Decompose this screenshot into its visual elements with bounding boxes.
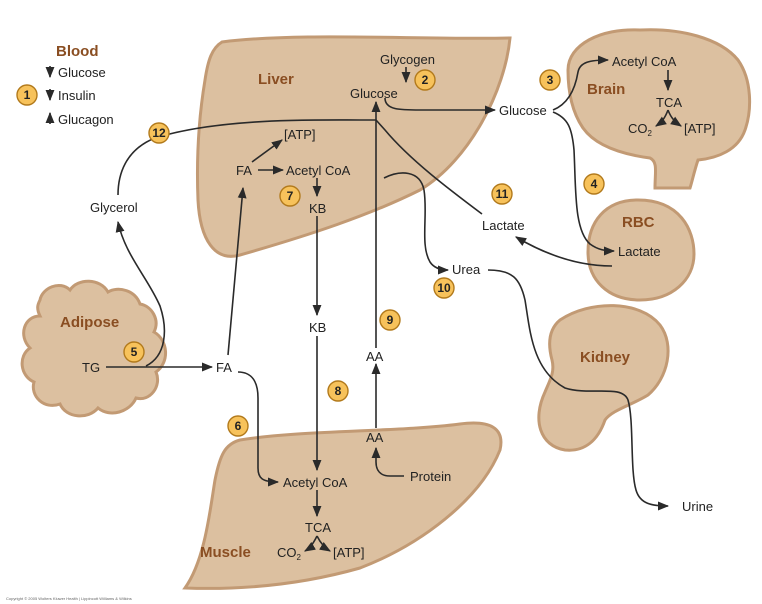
muscle-title: Muscle	[200, 544, 251, 561]
rbc-lactate-export-arrow	[515, 236, 613, 267]
brain-acetylcoa-label: Acetyl CoA	[612, 54, 677, 69]
blood-fa-label: FA	[216, 360, 232, 375]
glucose-to-rbc-arrow	[552, 111, 616, 256]
step-badge-11: 11	[491, 183, 513, 205]
svg-text:4: 4	[591, 177, 598, 191]
brain-co2-label: CO2	[628, 121, 653, 138]
step-badge-9: 9	[379, 309, 401, 331]
glycerol-label: Glycerol	[90, 200, 138, 215]
copyright-text: Copyright © 2005 Wolters Kluwer Health |…	[6, 596, 132, 601]
muscle-acetylcoa-label: Acetyl CoA	[283, 475, 348, 490]
rbc-organ	[586, 198, 696, 302]
rbc-title: RBC	[622, 214, 655, 231]
step-badge-6: 6	[227, 415, 249, 437]
adipose-title: Adipose	[60, 314, 119, 331]
svg-text:6: 6	[235, 419, 242, 433]
step-badge-4: 4	[583, 173, 605, 195]
muscle-organ	[182, 421, 503, 590]
muscle-co2-label: CO2	[277, 545, 302, 562]
brain-tca-label: TCA	[656, 95, 682, 110]
svg-text:11: 11	[496, 187, 509, 201]
legend-glucagon: Glucagon	[58, 112, 114, 127]
svg-text:9: 9	[387, 313, 394, 327]
tg-label: TG	[82, 360, 100, 375]
lactate-to-liver-arrow	[375, 119, 483, 215]
rbc-lactate-label: Lactate	[618, 244, 661, 259]
liver-title: Liver	[258, 71, 294, 88]
liver-acetylcoa-label: Acetyl CoA	[286, 163, 351, 178]
glycerol-to-liver-arrow	[117, 119, 376, 196]
liver-fa-to-atp-arrow	[251, 139, 283, 163]
urea-to-urine-arrow	[487, 269, 670, 511]
legend-glucose: Glucose	[58, 65, 106, 80]
svg-text:12: 12	[152, 126, 166, 140]
svg-text:1: 1	[24, 88, 31, 102]
liver-glucose-label: Glucose	[350, 86, 398, 101]
legend-title: Blood	[56, 43, 99, 60]
kidney-organ	[537, 304, 670, 452]
glucose-to-brain-arrow	[552, 55, 610, 111]
blood-aa-label: AA	[366, 349, 384, 364]
legend-insulin: Insulin	[58, 88, 96, 103]
muscle-tca-label: TCA	[305, 520, 331, 535]
kidney-title: Kidney	[580, 349, 631, 366]
step-badge-2: 2	[414, 69, 436, 91]
svg-text:3: 3	[547, 73, 554, 87]
liver-atp-label: [ATP]	[284, 127, 316, 142]
liver-fa-label: FA	[236, 163, 252, 178]
svg-text:7: 7	[287, 189, 294, 203]
svg-text:2: 2	[422, 73, 429, 87]
svg-text:5: 5	[131, 345, 138, 359]
brain-organ	[566, 28, 752, 190]
brain-tca-co2-arrow	[655, 109, 669, 127]
urea-label: Urea	[452, 262, 481, 277]
step-badge-8: 8	[327, 380, 349, 402]
step-badge-10: 10	[433, 277, 455, 299]
blood-kb-label: KB	[309, 320, 326, 335]
step-badge-3: 3	[539, 69, 561, 91]
step-badge-12: 12	[148, 122, 170, 144]
muscle-atp-label: [ATP]	[333, 545, 365, 560]
muscle-tca-co2-arrow	[304, 535, 318, 552]
svg-text:8: 8	[335, 384, 342, 398]
tg-to-glycerol-arrow	[115, 220, 166, 367]
liver-glucose-export-arrow	[384, 97, 497, 115]
step-badge: 1	[16, 84, 38, 106]
glycogen-label: Glycogen	[380, 52, 435, 67]
brain-atp-label: [ATP]	[684, 121, 716, 136]
muscle-tca-atp-arrow	[316, 535, 331, 552]
svg-text:10: 10	[437, 281, 451, 295]
blood-glucose-label: Glucose	[499, 103, 547, 118]
adipose-organ	[20, 279, 167, 418]
blood-lactate-label: Lactate	[482, 218, 525, 233]
protein-to-aa-arrow	[371, 446, 404, 477]
liver-organ	[195, 35, 512, 258]
muscle-aa-label: AA	[366, 430, 384, 445]
brain-title: Brain	[587, 81, 625, 98]
aa-to-urea-arrow	[383, 172, 450, 275]
brain-tca-atp-arrow	[667, 109, 682, 127]
step-badge-5: 5	[123, 341, 145, 363]
step-badge-7: 7	[279, 185, 301, 207]
urine-label: Urine	[682, 499, 713, 514]
fa-to-muscle-arrow	[237, 371, 280, 487]
fa-to-liver-arrow	[227, 186, 247, 356]
liver-kb-label: KB	[309, 201, 326, 216]
protein-label: Protein	[410, 469, 451, 484]
